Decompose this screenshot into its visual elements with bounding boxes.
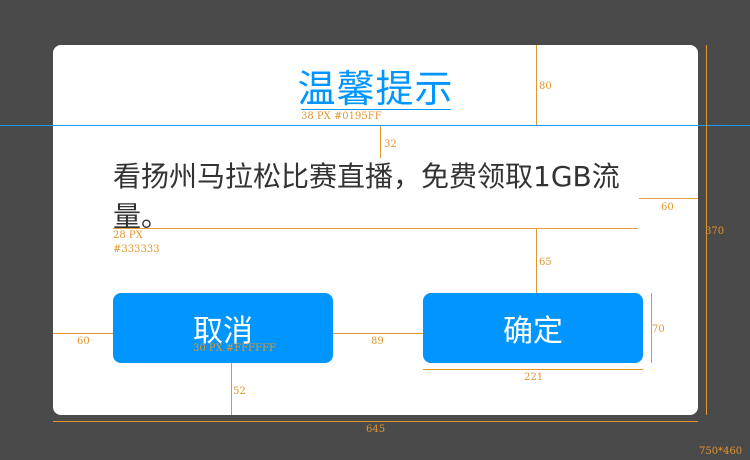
dim-button-width: 221 [524,372,544,383]
confirm-button[interactable]: 确定 [423,293,643,363]
dim-button-height-line [651,293,652,363]
dim-bottom: 52 [233,386,246,397]
message-spec-color: #333333 [113,244,160,255]
button-spec-label: 30 PX #FFFFFF [193,343,276,354]
dim-message-to-button: 65 [539,257,552,268]
dim-bottom-line [231,363,232,415]
dim-left-margin-line [53,333,113,334]
dim-message-to-button-line [536,229,537,293]
dim-button-gap: 89 [371,336,384,347]
dim-title-height-line [536,45,537,125]
dim-button-width-line [423,369,643,370]
message-spec-size: 28 PX [113,230,143,241]
dim-dialog-width-line [53,421,698,422]
dialog-message: 看扬州马拉松比赛直播，免费领取1GB流量。 [113,160,620,233]
title-spec-label: 38 PX #0195FF [301,111,382,122]
dim-button-gap-line [333,333,423,334]
dim-title-to-message-line [380,126,381,158]
dim-right-margin: 60 [661,202,674,213]
dim-dialog-height: 370 [705,226,725,237]
dim-button-height: 70 [652,324,665,335]
dim-left-margin: 60 [77,336,90,347]
cancel-button[interactable]: 取消 [113,293,333,363]
dialog-title: 温馨提示 [297,66,454,111]
dim-title-to-message: 32 [384,139,397,150]
right-margin-guide [639,198,698,199]
dim-dialog-width: 645 [366,424,386,435]
dim-dialog-height-line [706,45,707,415]
title-underline [301,109,451,110]
message-baseline-guide [113,228,638,229]
title-divider-extension [0,125,750,126]
canvas-size-label: 750*460 [699,446,743,457]
dim-title-height: 80 [539,81,552,92]
prompt-dialog: 温馨提示 看扬州马拉松比赛直播，免费领取1GB流量。 取消 确定 [53,45,698,415]
